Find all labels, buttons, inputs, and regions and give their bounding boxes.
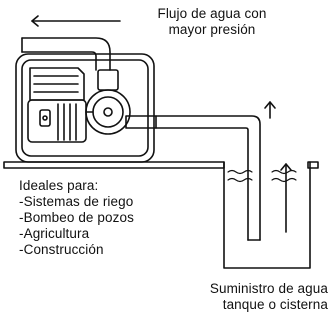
pump-volute — [85, 69, 157, 135]
ground-platform — [3, 161, 225, 169]
pump-frame — [15, 53, 155, 163]
suction-pipe — [155, 115, 261, 241]
supply-label: Suministro de agua tanque o cisterna — [198, 281, 328, 313]
ideal-for-heading: Ideales para: — [19, 178, 99, 193]
suction-flow-arrow — [264, 101, 292, 233]
ideal-for-item: -Bombeo de pozos — [19, 210, 134, 225]
ideal-for-item: -Agricultura — [19, 226, 90, 241]
flow-arrow — [31, 15, 121, 27]
flow-label-line1: Flujo de agua con — [157, 6, 267, 21]
water-tank — [223, 161, 319, 269]
ideal-for-item: -Sistemas de riego — [19, 194, 134, 209]
discharge-pipe — [21, 37, 111, 71]
water-surface — [227, 169, 297, 183]
ideal-for-item: -Construcción — [19, 242, 104, 257]
flow-label: Flujo de agua con mayor presión — [128, 6, 296, 38]
supply-label-line1: Suministro de agua — [209, 281, 328, 296]
ideal-for-list: Ideales para: -Sistemas de riego -Bombeo… — [19, 178, 134, 258]
supply-label-line2: tanque o cisterna — [222, 297, 328, 312]
flow-label-line2: mayor presión — [168, 22, 256, 37]
pump-engine — [27, 67, 87, 143]
